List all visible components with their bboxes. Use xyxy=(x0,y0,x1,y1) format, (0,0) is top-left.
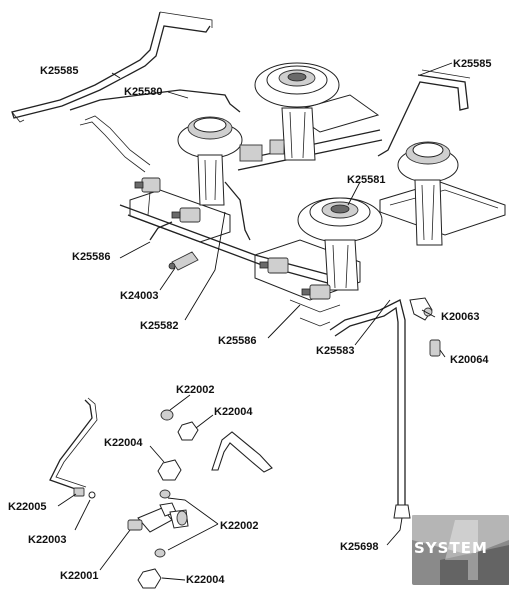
tube-bent xyxy=(211,431,273,473)
part-labels: K25585 K25580 K25585 K25581 K25586 K2400… xyxy=(8,58,492,586)
label-k22005: K22005 xyxy=(8,501,47,513)
burner-tray-right xyxy=(379,181,506,236)
nut-k22004-mid xyxy=(157,459,182,481)
label-k20064: K20064 xyxy=(450,354,489,366)
label-k22002-top: K22002 xyxy=(176,384,215,396)
label-k25698: K25698 xyxy=(340,541,379,553)
burner-assembly xyxy=(11,11,506,519)
label-k22003: K22003 xyxy=(28,534,67,546)
fittings-assembly xyxy=(49,397,273,589)
watermark-text: SYSTEM xyxy=(414,539,488,557)
valve-left xyxy=(134,177,161,216)
label-k25585-right: K25585 xyxy=(453,58,492,70)
label-k22004-bottom: K22004 xyxy=(186,574,225,586)
olive-k22002-bottom xyxy=(154,548,166,558)
valve-mid-left xyxy=(171,207,201,223)
label-k22004-mid: K22004 xyxy=(104,437,143,449)
label-k25580: K25580 xyxy=(124,86,163,98)
valve-k22001 xyxy=(127,502,189,533)
olive-small-mid xyxy=(159,489,171,499)
olive-k22002-top xyxy=(160,409,174,421)
label-k22002-bottom: K22002 xyxy=(220,520,259,532)
tube-k22005 xyxy=(49,399,93,493)
fitting-k22005 xyxy=(73,487,85,497)
valve-front xyxy=(301,284,331,300)
rack-wire-right xyxy=(377,74,469,157)
label-k25586-left: K25586 xyxy=(72,251,111,263)
rack-wire-mid xyxy=(69,89,241,113)
label-k25582: K25582 xyxy=(140,320,179,332)
gas-main-pipe-inner xyxy=(334,306,399,510)
label-k25586-mid: K25586 xyxy=(218,335,257,347)
label-k20063: K20063 xyxy=(441,311,480,323)
leader-lines xyxy=(57,62,453,581)
valve-mid xyxy=(259,257,289,274)
burner-front xyxy=(297,197,383,291)
label-k25585-left: K25585 xyxy=(40,65,79,77)
fitting-k20064 xyxy=(429,339,441,357)
burner-right xyxy=(397,141,459,246)
system-logo-watermark: SYSTEM xyxy=(412,515,509,585)
rack-wire-left xyxy=(11,11,211,119)
burner-back xyxy=(254,62,340,161)
gas-main-pipe xyxy=(329,299,406,510)
label-k25583: K25583 xyxy=(316,345,355,357)
nut-k22004-bottom xyxy=(137,568,162,589)
label-k22001: K22001 xyxy=(60,570,99,582)
label-k22004-top: K22004 xyxy=(214,406,253,418)
nut-k22004-top xyxy=(177,421,199,441)
label-k25581: K25581 xyxy=(347,174,386,186)
ring-k22003 xyxy=(88,491,96,499)
elbow-k20063 xyxy=(409,297,433,321)
tube-k25586-left xyxy=(149,221,173,241)
injector-k24003 xyxy=(168,251,199,271)
burner-left xyxy=(177,116,263,206)
tube-k25582 xyxy=(224,181,251,241)
label-k24003: K24003 xyxy=(120,290,159,302)
